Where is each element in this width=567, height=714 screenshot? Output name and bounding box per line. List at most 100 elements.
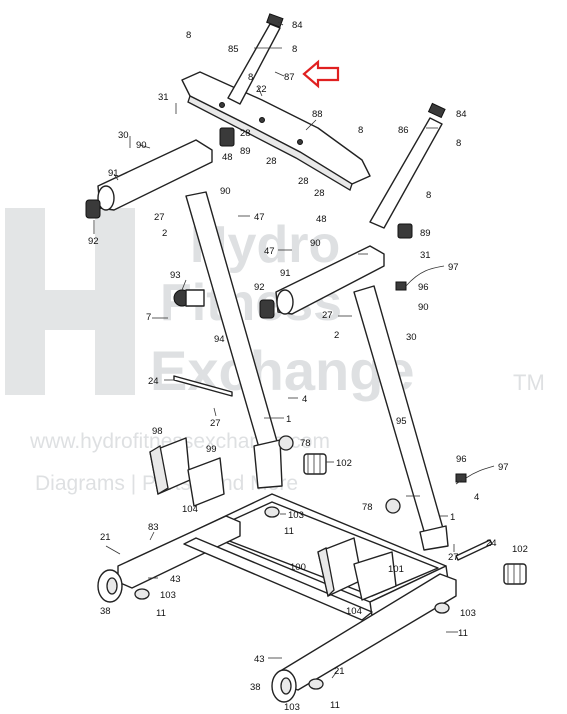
label-89-right: 89 bbox=[420, 228, 431, 239]
label-84-top: 84 bbox=[292, 20, 303, 31]
highlight-arrow bbox=[302, 59, 340, 89]
axle-rod-part-24-right bbox=[455, 539, 493, 561]
label-83: 83 bbox=[148, 522, 159, 533]
label-8-a: 8 bbox=[186, 30, 191, 41]
upright-tube-part-86 bbox=[369, 102, 446, 229]
label-8-b: 8 bbox=[292, 44, 297, 55]
label-11-a: 11 bbox=[284, 526, 294, 537]
label-78-lower: 78 bbox=[362, 502, 373, 513]
washer-part-78-upper bbox=[278, 435, 294, 451]
label-104-lower: 104 bbox=[346, 606, 362, 617]
label-4-lower: 4 bbox=[474, 492, 479, 503]
label-8-d: 8 bbox=[456, 138, 461, 149]
label-21-rear: 21 bbox=[334, 666, 345, 677]
wire-part-97-upper bbox=[405, 265, 445, 287]
side-rail bbox=[183, 537, 373, 621]
label-102-lower: 102 bbox=[512, 544, 528, 555]
foot-part-103-a bbox=[264, 506, 280, 518]
label-86: 86 bbox=[398, 125, 409, 136]
label-84-right: 84 bbox=[456, 109, 467, 120]
label-101: 101 bbox=[388, 564, 404, 575]
upright-tube-part-85 bbox=[227, 13, 284, 105]
label-97-lower: 97 bbox=[498, 462, 509, 473]
wheel-part-38-rear bbox=[271, 669, 297, 703]
label-11-b: 11 bbox=[156, 608, 166, 619]
label-90-a: 90 bbox=[136, 140, 147, 151]
label-4-top: 4 bbox=[302, 394, 307, 405]
label-27-a: 27 bbox=[154, 212, 165, 223]
washer-part-78-lower bbox=[385, 498, 401, 514]
label-103-a: 103 bbox=[288, 510, 304, 521]
label-30-right: 30 bbox=[406, 332, 417, 343]
upright-part-94 bbox=[185, 191, 283, 489]
label-92-left: 92 bbox=[88, 236, 99, 247]
label-99: 99 bbox=[206, 444, 217, 455]
label-28-c: 28 bbox=[298, 176, 309, 187]
label-2-mid: 2 bbox=[334, 330, 339, 341]
label-47-mid: 47 bbox=[264, 246, 275, 257]
bracket-part-89-left bbox=[219, 127, 235, 147]
label-90-b: 90 bbox=[220, 186, 231, 197]
label-91-left: 91 bbox=[108, 168, 119, 179]
label-96-lower: 96 bbox=[456, 454, 467, 465]
label-103-b: 103 bbox=[160, 590, 176, 601]
part-labels: 84 85 8 8 87 8 22 31 88 28 84 86 8 30 90… bbox=[88, 20, 528, 713]
label-95: 95 bbox=[396, 416, 407, 427]
label-8-c: 8 bbox=[248, 72, 253, 83]
label-31-top: 31 bbox=[158, 92, 169, 103]
cap-part-102-lower bbox=[503, 563, 527, 585]
label-98: 98 bbox=[152, 426, 163, 437]
label-90-c: 90 bbox=[310, 238, 321, 249]
label-48-right: 48 bbox=[316, 214, 327, 225]
pivot-part-93 bbox=[173, 289, 205, 307]
wheel-part-38-front bbox=[97, 569, 123, 603]
bracket-part-89-right bbox=[397, 223, 413, 239]
watermark-trademark: TM bbox=[513, 370, 545, 395]
label-43-rear: 43 bbox=[254, 654, 265, 665]
label-78-upper: 78 bbox=[300, 438, 311, 449]
label-97-top: 97 bbox=[448, 262, 459, 273]
end-cap-part-92-right bbox=[259, 299, 275, 319]
label-94: 94 bbox=[214, 334, 225, 345]
pedal-bracket-part-99 bbox=[187, 457, 225, 507]
label-21-front: 21 bbox=[100, 532, 111, 543]
label-24-right: 24 bbox=[486, 538, 497, 549]
label-87: 87 bbox=[284, 72, 295, 83]
axle-rod-part-24-left bbox=[173, 375, 233, 397]
label-48-top: 48 bbox=[222, 152, 233, 163]
end-cap-part-92-left bbox=[85, 199, 101, 219]
cap-part-102-upper bbox=[303, 453, 327, 475]
label-24-left: 24 bbox=[148, 376, 159, 387]
watermark-logo bbox=[5, 208, 135, 395]
label-91-right: 91 bbox=[280, 268, 291, 279]
handlebar-tube-part-91-right bbox=[275, 245, 385, 315]
label-43-front: 43 bbox=[170, 574, 181, 585]
label-103-c: 103 bbox=[460, 608, 476, 619]
label-100: 100 bbox=[290, 562, 306, 573]
label-30-top: 30 bbox=[118, 130, 129, 141]
label-85: 85 bbox=[228, 44, 239, 55]
pedal-bracket-part-98 bbox=[149, 437, 191, 496]
foot-part-103-b bbox=[134, 588, 150, 600]
label-11-d: 11 bbox=[330, 700, 340, 711]
label-27-b: 27 bbox=[322, 310, 333, 321]
label-103-d: 103 bbox=[284, 702, 300, 713]
label-22: 22 bbox=[256, 84, 267, 95]
label-7: 7 bbox=[146, 312, 151, 323]
label-92-right: 92 bbox=[254, 282, 265, 293]
label-1-lower: 1 bbox=[450, 512, 455, 523]
label-47-top: 47 bbox=[254, 212, 265, 223]
label-8-e: 8 bbox=[358, 125, 363, 136]
foot-part-103-c bbox=[434, 602, 450, 614]
label-104-upper: 104 bbox=[182, 504, 198, 515]
label-38-rear: 38 bbox=[250, 682, 261, 693]
label-28-b: 28 bbox=[266, 156, 277, 167]
label-89-left: 89 bbox=[240, 146, 251, 157]
handlebar-tube-part-91-left bbox=[97, 139, 213, 211]
label-31-right: 31 bbox=[420, 250, 431, 261]
label-38-front: 38 bbox=[100, 606, 111, 617]
label-1-top: 1 bbox=[286, 414, 291, 425]
foot-part-103-d bbox=[308, 678, 324, 690]
